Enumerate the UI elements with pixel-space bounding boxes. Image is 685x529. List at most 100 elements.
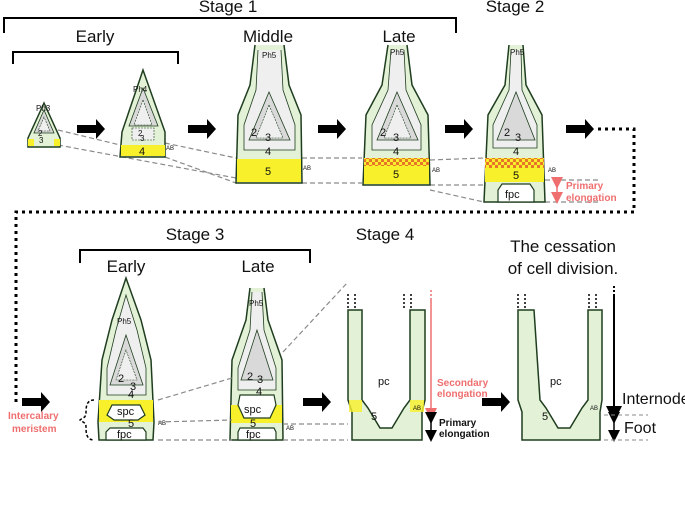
- stage3-substage-early: Early: [107, 257, 146, 276]
- label-5: 5: [542, 411, 548, 423]
- label-ph5: Ph5: [510, 48, 525, 57]
- shoot-final: pc 5 AB: [517, 294, 603, 441]
- label-ph4: Ph4: [133, 85, 148, 94]
- primary-elongation-line2: elongation: [566, 193, 617, 204]
- shoot-middle: Ph5 2 3 4 5 AB: [235, 44, 311, 184]
- intercalary-line1: Intercalary: [8, 411, 59, 422]
- shoot-stage3-early: Ph5 2 3 4 spc 5 fpc AB: [97, 275, 166, 441]
- label-spc: spc: [244, 404, 262, 416]
- label-2: 2: [504, 127, 510, 139]
- shoot-ph3: Ph3 2 3: [27, 101, 61, 148]
- guide-lines-row2: [157, 281, 349, 441]
- label-ab: AB: [158, 421, 166, 427]
- label-pc: pc: [550, 376, 562, 388]
- shoot-stage2: Ph5 2 3 4 5 fpc AB: [483, 44, 556, 203]
- arrow-3: [318, 119, 346, 139]
- label-3: 3: [140, 134, 145, 143]
- arrow-8: [482, 392, 510, 412]
- label-ab: AB: [303, 166, 311, 172]
- label-2: 2: [118, 373, 124, 385]
- shoot-ph4: Ph4 2 3 4 AB: [119, 67, 174, 158]
- stage3-substage-late: Late: [241, 257, 274, 276]
- stage1-bracket: [3, 17, 457, 33]
- label-4: 4: [256, 386, 262, 398]
- label-5: 5: [371, 411, 377, 423]
- primary-elongation-row1: Primary elongation: [551, 177, 617, 204]
- substage-middle: Middle: [243, 27, 293, 46]
- shoot-late: Ph5 2 3 4 5 AB: [362, 44, 440, 186]
- label-4: 4: [393, 146, 399, 158]
- secondary-line2: elongation: [437, 389, 488, 400]
- label-spc: spc: [117, 406, 135, 418]
- label-4: 4: [513, 146, 519, 158]
- primary-elongation-line1: Primary: [566, 181, 604, 192]
- label-5: 5: [128, 418, 134, 430]
- label-ab: AB: [432, 168, 440, 174]
- dotted-connector: [14, 127, 636, 403]
- shoot-stage3-late: Ph5 2 3 4 spc 5 fpc AB: [229, 287, 294, 441]
- label-5: 5: [393, 169, 399, 181]
- arrow-5: [566, 119, 594, 139]
- label-ph3: Ph3: [36, 104, 51, 113]
- label-fpc: fpc: [505, 189, 520, 201]
- label-2: 2: [247, 371, 253, 383]
- secondary-line1: Secondary: [437, 378, 489, 389]
- label-5: 5: [513, 170, 519, 182]
- label-ab: AB: [166, 146, 174, 152]
- primary-elongation-line1: Primary: [439, 418, 477, 429]
- label-3: 3: [257, 374, 263, 386]
- label-ab: AB: [286, 426, 294, 432]
- label-3: 3: [130, 381, 136, 393]
- arrow-1: [77, 119, 105, 139]
- internode-measure: Internode: [606, 286, 685, 422]
- primary-elongation-line2: elongation: [439, 429, 490, 440]
- arrow-4: [445, 119, 473, 139]
- label-ph5: Ph5: [249, 299, 264, 308]
- label-4: 4: [128, 389, 134, 401]
- label-3: 3: [265, 132, 271, 144]
- label-2: 2: [138, 129, 143, 138]
- label-ab: AB: [590, 406, 598, 412]
- label-pc: pc: [378, 376, 390, 388]
- substage-late: Late: [382, 27, 415, 46]
- cessation-line1: The cessation: [510, 237, 616, 256]
- label-ab: AB: [413, 406, 421, 412]
- secondary-elongation: Secondary elongation: [425, 290, 489, 420]
- label-4: 4: [139, 146, 145, 158]
- stage4-title: Stage 4: [356, 225, 415, 244]
- label-2: 2: [251, 127, 257, 139]
- primary-elongation-row2: Primary elongation: [425, 412, 490, 442]
- label-fpc: fpc: [246, 429, 261, 441]
- stage1-title: Stage 1: [199, 0, 258, 16]
- label-5: 5: [265, 166, 271, 178]
- label-ph5: Ph5: [262, 51, 277, 60]
- label-4: 4: [265, 146, 271, 158]
- shoot-stage4: pc 5 AB: [347, 294, 426, 441]
- label-2: 2: [38, 129, 43, 138]
- intercalary-line2: meristem: [12, 424, 57, 435]
- foot-measure: Foot: [604, 412, 657, 442]
- label-foot: Foot: [624, 420, 657, 437]
- label-ph5: Ph5: [390, 48, 405, 57]
- label-3: 3: [39, 136, 44, 145]
- label-fpc: fpc: [117, 429, 132, 441]
- stage3-title: Stage 3: [166, 225, 225, 244]
- label-internode: Internode: [622, 391, 685, 408]
- label-ph5: Ph5: [117, 317, 132, 326]
- arrow-2: [188, 119, 216, 139]
- label-3: 3: [393, 132, 399, 144]
- stage2-title: Stage 2: [486, 0, 545, 16]
- intercalary-meristem: Intercalary meristem: [8, 399, 95, 441]
- label-3: 3: [515, 132, 521, 144]
- arrow-6: [22, 392, 50, 412]
- cessation-line2: of cell division.: [508, 259, 619, 278]
- label-5: 5: [250, 418, 256, 430]
- substage-early: Early: [76, 27, 115, 46]
- label-2: 2: [380, 127, 386, 139]
- arrow-7: [303, 392, 331, 412]
- early-bracket: [12, 51, 179, 64]
- label-ab: AB: [548, 168, 556, 174]
- stage3-bracket: [79, 249, 311, 263]
